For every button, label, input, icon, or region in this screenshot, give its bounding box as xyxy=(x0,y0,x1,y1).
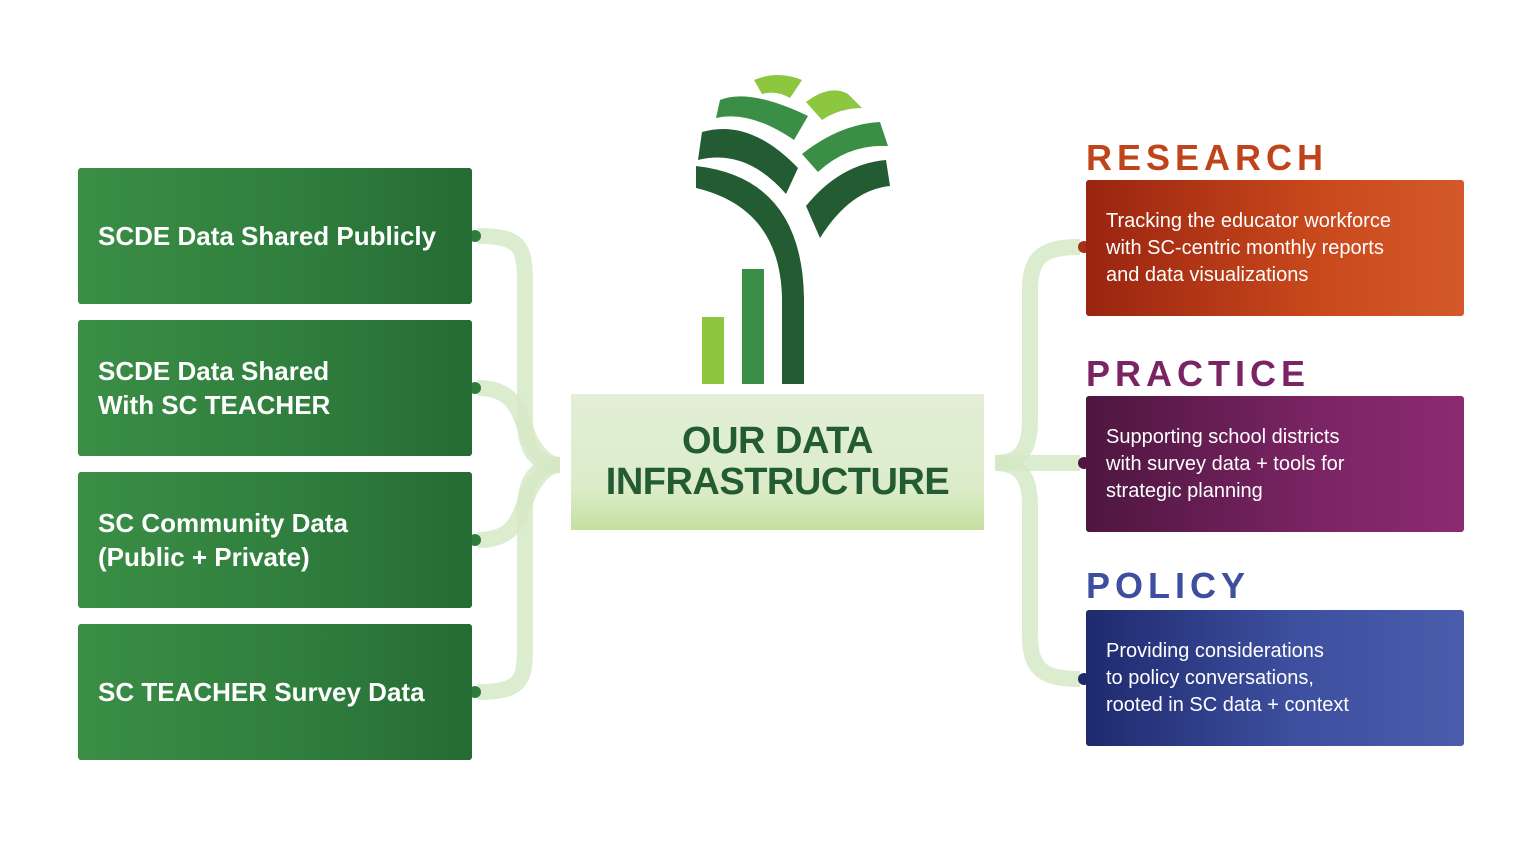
research-heading: RESEARCH xyxy=(1086,137,1329,178)
hub-title: OUR DATA INFRASTRUCTURE xyxy=(605,420,950,503)
left-connector-2 xyxy=(477,380,561,473)
source-box-survey: SC TEACHER Survey Data xyxy=(78,624,472,760)
source-label: SC TEACHER Survey Data xyxy=(98,677,425,707)
source-box-scde-shared: SCDE Data Shared With SC TEACHER xyxy=(78,320,472,456)
policy-text: Providing considerations to policy conve… xyxy=(1106,640,1349,716)
connector-dot xyxy=(469,686,481,698)
leaf-low-left xyxy=(698,128,798,194)
bar-medium xyxy=(742,269,764,384)
source-box-community: SC Community Data (Public + Private) xyxy=(78,472,472,608)
leaf-low-right xyxy=(806,160,890,238)
connector-dot xyxy=(469,382,481,394)
research-text: Tracking the educator workforce with SC-… xyxy=(1106,210,1391,286)
leaf-top-right xyxy=(806,90,862,120)
policy-heading: POLICY xyxy=(1086,565,1251,606)
tree-logo xyxy=(696,75,890,384)
bar-small xyxy=(702,317,724,384)
left-connector-4 xyxy=(477,457,561,700)
connector-dot xyxy=(469,534,481,546)
source-label: SC Community Data (Public + Private) xyxy=(98,508,348,572)
practice-text: Supporting school districts with survey … xyxy=(1106,426,1345,502)
connector-dot xyxy=(469,230,481,242)
source-box-scde-public: SCDE Data Shared Publicly xyxy=(78,168,472,304)
tree-trunk xyxy=(696,166,804,384)
leaf-top-left xyxy=(754,75,802,98)
hub-box: OUR DATA INFRASTRUCTURE xyxy=(571,394,984,530)
leaf-mid-left xyxy=(716,96,808,140)
practice-box: Supporting school districts with survey … xyxy=(1086,396,1464,532)
research-box: Tracking the educator workforce with SC-… xyxy=(1086,180,1464,316)
practice-heading: PRACTICE xyxy=(1086,353,1311,394)
right-connector-3 xyxy=(994,455,1081,687)
policy-box: Providing considerations to policy conve… xyxy=(1086,610,1464,746)
leaf-mid-right xyxy=(802,122,888,172)
source-label: SCDE Data Shared Publicly xyxy=(98,221,437,251)
source-label: SCDE Data Shared With SC TEACHER xyxy=(98,356,331,420)
right-connector-1 xyxy=(994,239,1081,471)
